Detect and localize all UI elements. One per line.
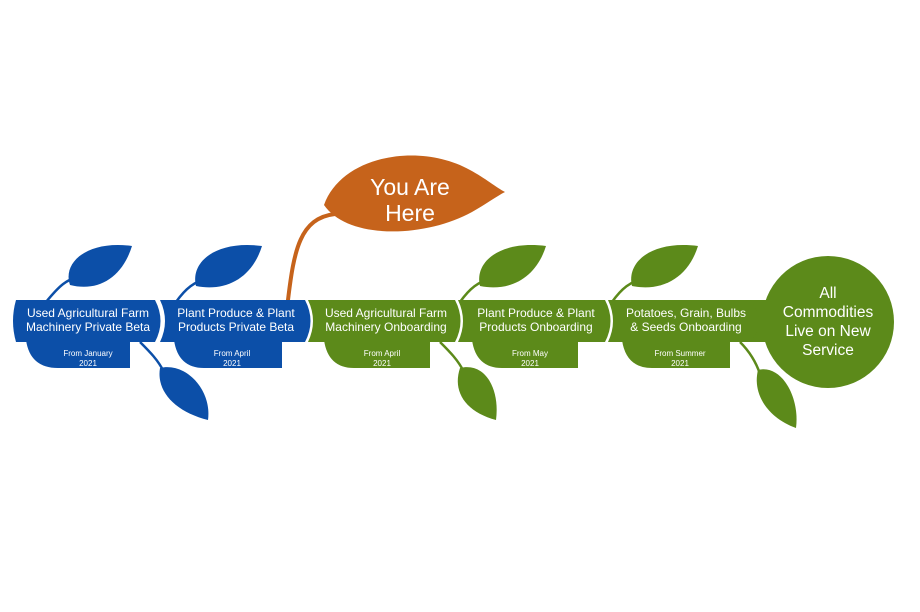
stage-band-5 — [608, 300, 762, 368]
lower-leaf-1 — [139, 341, 209, 420]
upper-leaf-1 — [45, 244, 132, 303]
upper-leaf-2 — [174, 245, 262, 303]
lower-leaf-3 — [739, 341, 797, 428]
stage-band-4 — [458, 300, 611, 368]
final-stage-circle — [762, 256, 894, 388]
stage-band-2 — [160, 300, 311, 368]
final-stage-connector — [750, 300, 775, 342]
upper-leaf-3 — [458, 245, 546, 303]
lower-leaf-2 — [439, 341, 497, 420]
stage-band-1 — [13, 300, 161, 368]
stage-band-3 — [308, 300, 461, 368]
you-are-here-stem — [286, 212, 337, 302]
upper-leaf-4 — [610, 245, 698, 303]
you-are-here-leaf — [324, 155, 505, 232]
